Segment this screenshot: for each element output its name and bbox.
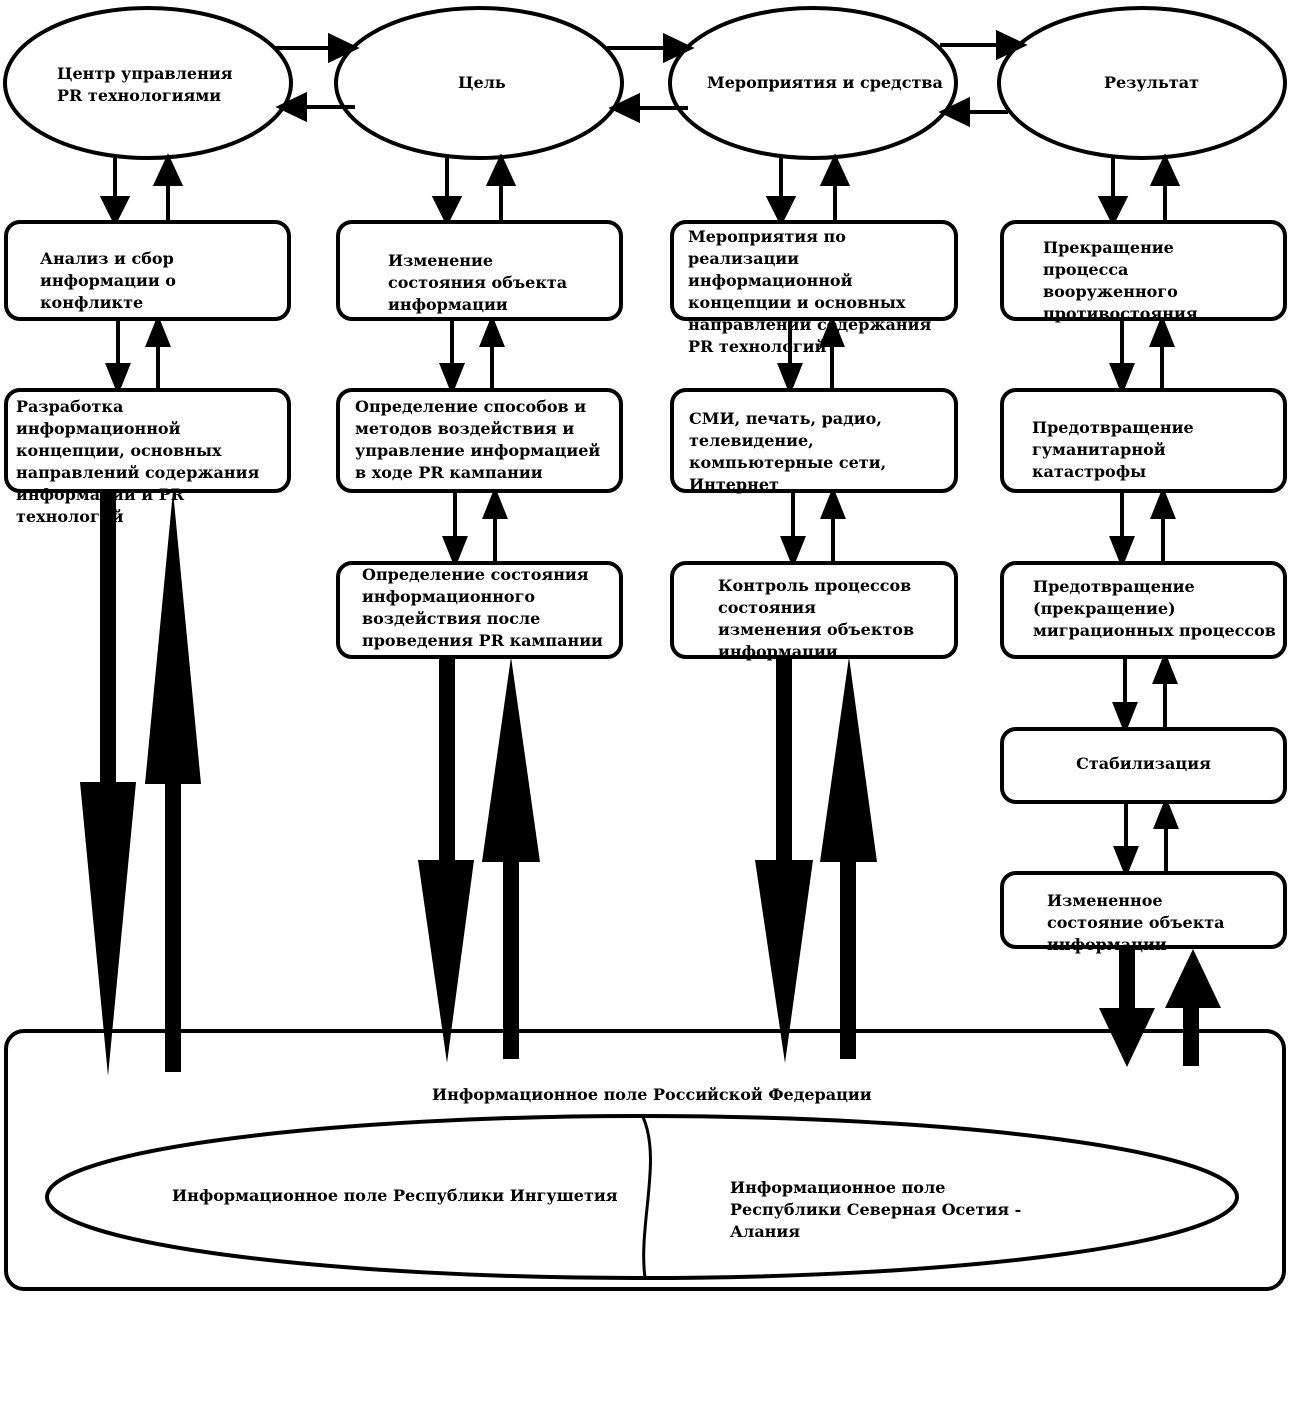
impact-state-box-label: Определение состояния информационного во… bbox=[362, 565, 603, 650]
methods-box-label: Определение способов и методов воздейств… bbox=[355, 397, 601, 482]
humanitarian-box-label: Предотвращение гуманитарной катастрофы bbox=[1032, 418, 1194, 481]
boxes bbox=[4, 220, 1287, 949]
means-ellipse bbox=[668, 6, 958, 160]
media-box-label: СМИ, печать, радио, телевидение, компьют… bbox=[689, 409, 887, 494]
vertical-arrows bbox=[99, 153, 1181, 879]
big-arrows bbox=[80, 491, 1221, 1076]
center-ellipse bbox=[3, 6, 293, 160]
events-box-label: Мероприятия по реализации информационной… bbox=[688, 227, 932, 356]
goal-label: Цель bbox=[458, 73, 506, 92]
result-label: Результат bbox=[1104, 73, 1199, 92]
ingushetia-field-label: Информационное поле Республики Ингушетия bbox=[172, 1186, 618, 1205]
russia-field-label: Информационное поле Российской Федерации bbox=[432, 1085, 872, 1104]
means-label: Мероприятия и средства bbox=[707, 73, 943, 92]
concept-box-label: Разработка информационной концепции, осн… bbox=[16, 397, 260, 526]
republics-ellipse bbox=[45, 1114, 1239, 1280]
horizontal-arrows bbox=[275, 29, 1028, 128]
ossetia-field-label: Информационное поле Республики Северная … bbox=[730, 1178, 1022, 1241]
stabilization-box-label: Стабилизация bbox=[1076, 754, 1211, 773]
changed-state-box-label: Измененное состояние объекта информации bbox=[1047, 891, 1225, 954]
migration-box-label: Предотвращение (прекращение) миграционны… bbox=[1033, 577, 1276, 640]
republics-divider bbox=[641, 1116, 652, 1279]
control-box-label: Контроль процессов состояния изменения о… bbox=[718, 576, 915, 661]
goal-ellipse bbox=[334, 6, 624, 160]
ceasefire-box-label: Прекращение процесса вооруженного против… bbox=[1043, 238, 1198, 323]
state-change-box-label: Изменение состояния объекта информации bbox=[388, 251, 568, 314]
center-label: Центр управления PR технологиями bbox=[57, 64, 233, 105]
result-ellipse bbox=[997, 6, 1287, 160]
analysis-box-label: Анализ и сбор информации о конфликте bbox=[40, 249, 176, 312]
